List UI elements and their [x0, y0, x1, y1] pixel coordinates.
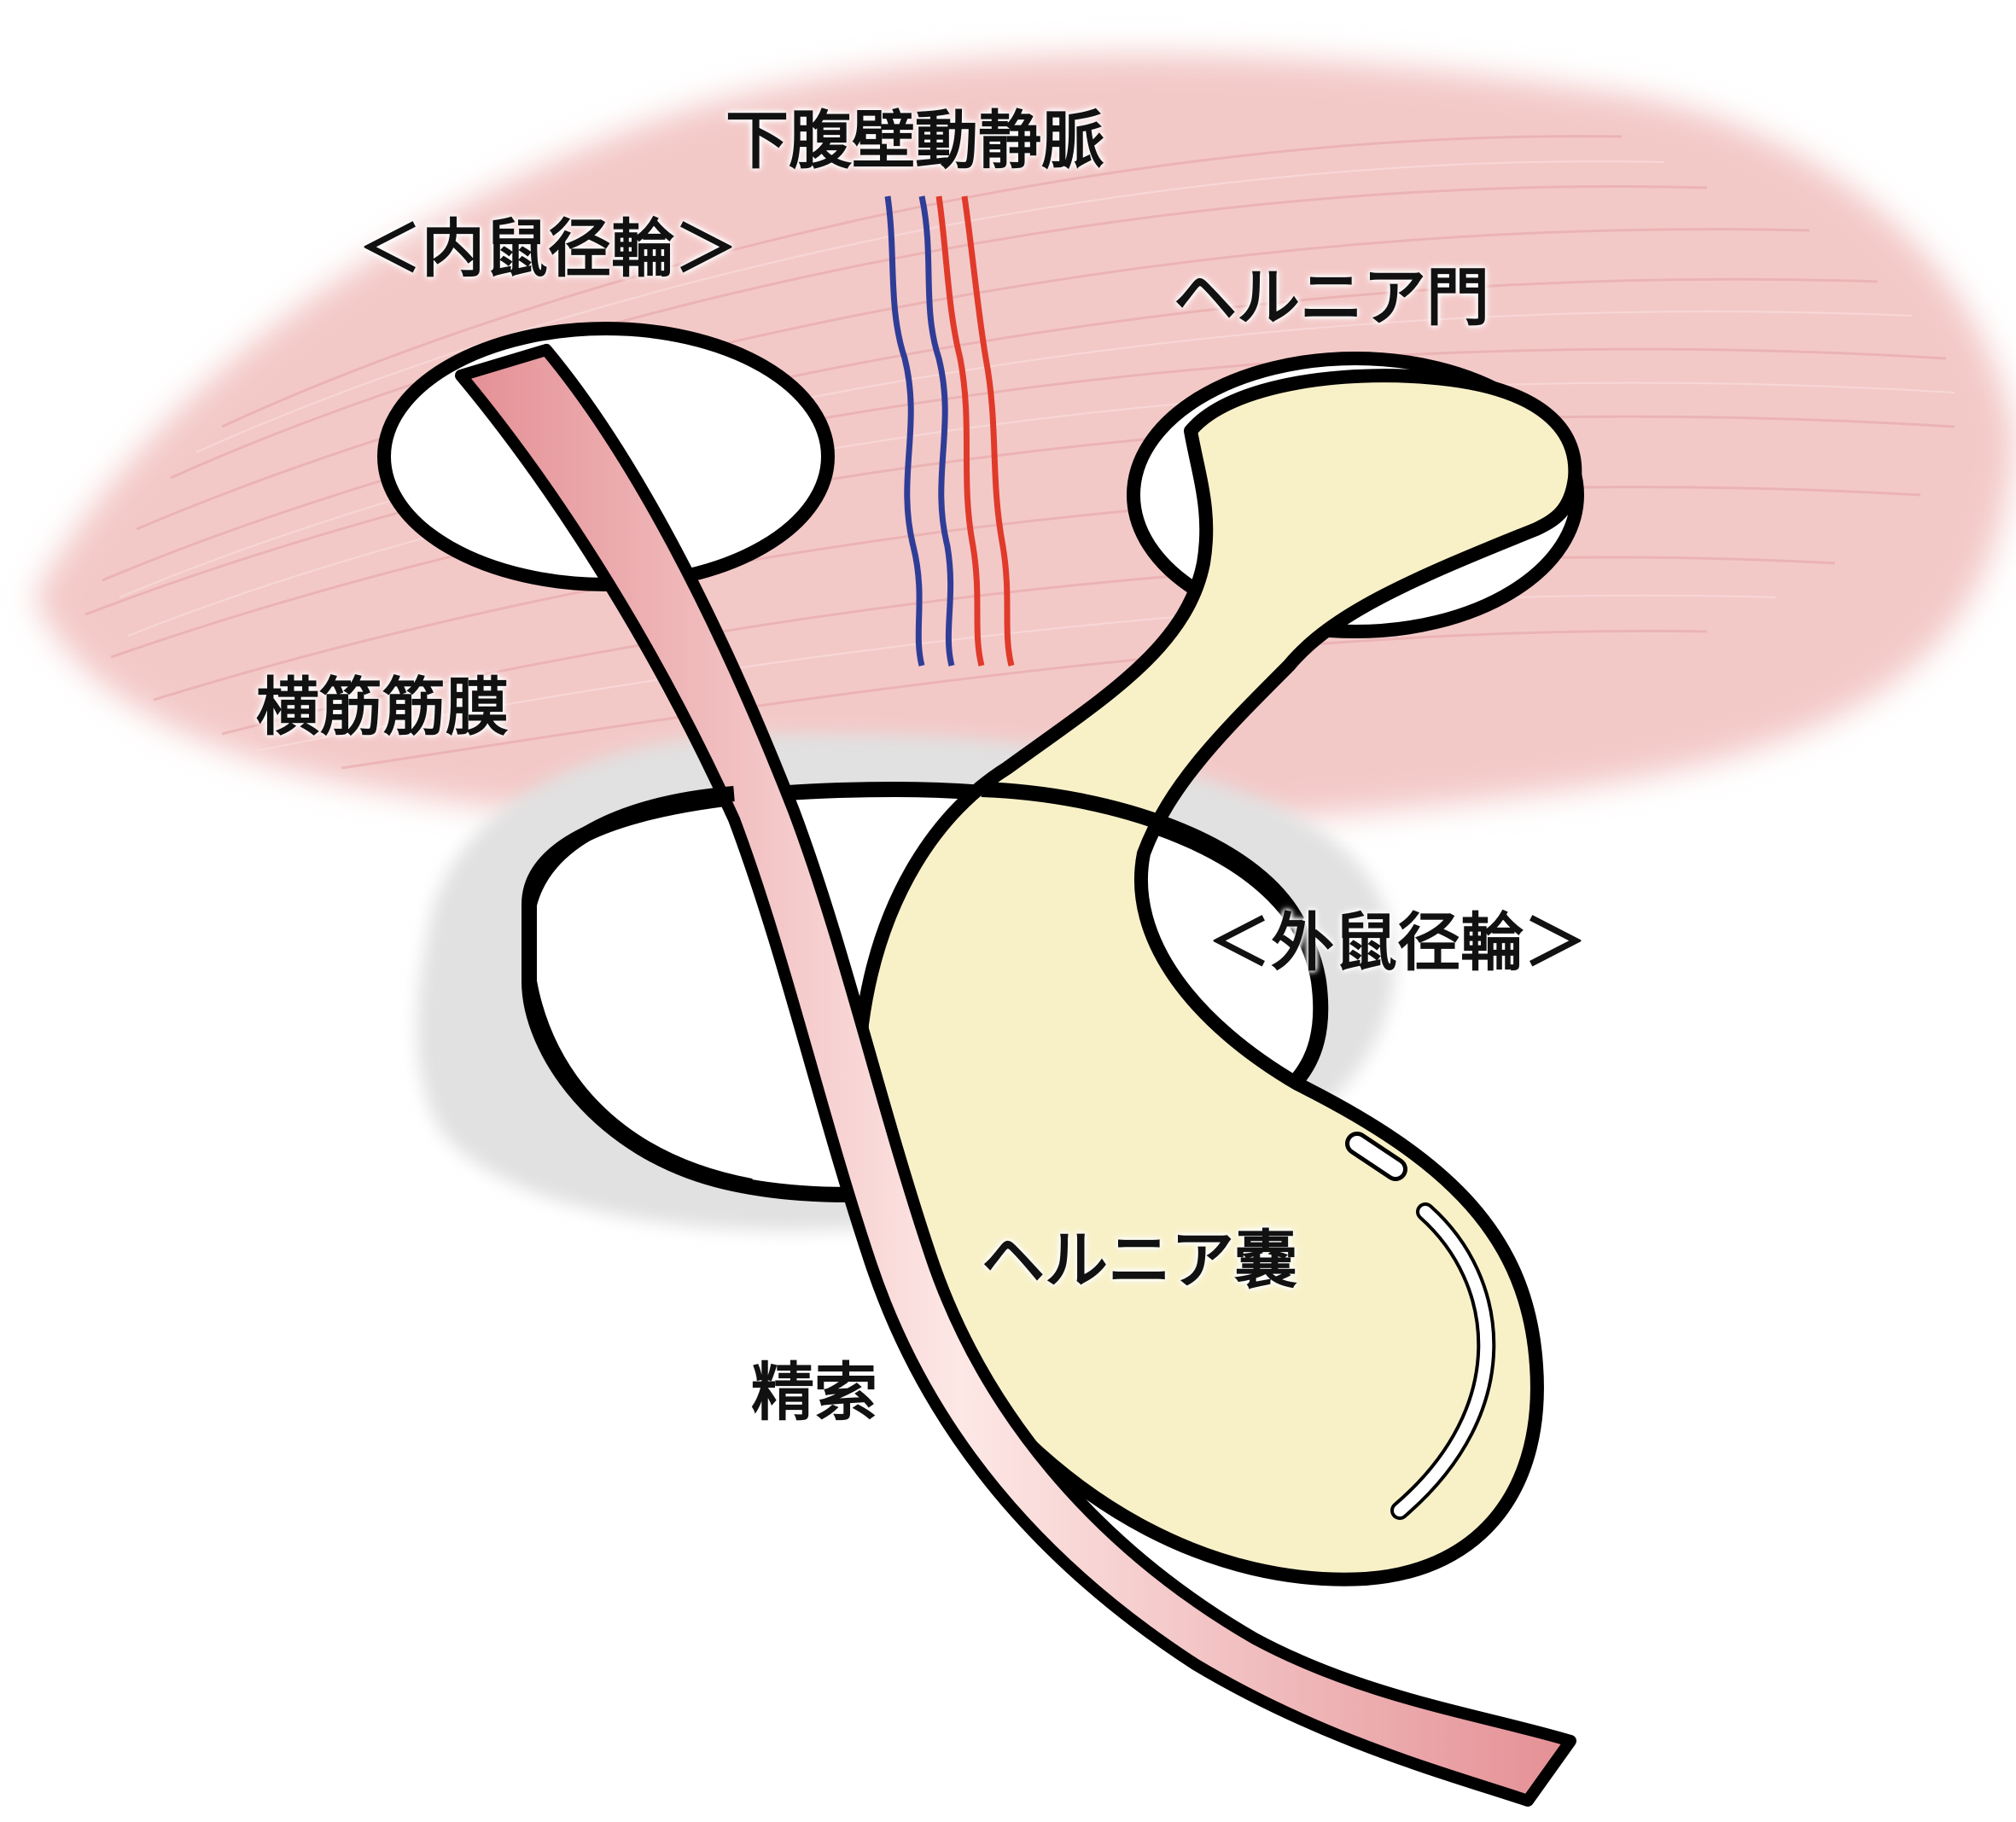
- artery-2: [961, 195, 1015, 667]
- spermatic-cord: [455, 344, 1576, 1807]
- transversalis-fascia-label: 横筋筋膜: [256, 671, 509, 744]
- vein-2: [918, 195, 955, 667]
- inferior-epigastric-vessels-label: 下腹壁動静脈: [725, 104, 1104, 178]
- external-ring-overlay: [981, 782, 1304, 926]
- external-inguinal-ring-label: ＜外鼠径輪＞: [1208, 906, 1587, 980]
- vein-1: [884, 195, 925, 667]
- inferior-epigastric-vessels: [884, 195, 1015, 667]
- internal-inguinal-ring-label: ＜内鼠径輪＞: [358, 212, 737, 286]
- external-ring-front: [521, 786, 753, 1194]
- artery-1: [935, 195, 985, 667]
- spermatic-cord-label: 精索: [751, 1356, 877, 1429]
- hernia-sac: [854, 369, 1582, 1586]
- hernia-sac-label: ヘルニア嚢: [982, 1224, 1297, 1297]
- hernia-defect-label: ヘルニア門: [1174, 261, 1489, 335]
- transversalis-fascia: [34, 54, 2014, 834]
